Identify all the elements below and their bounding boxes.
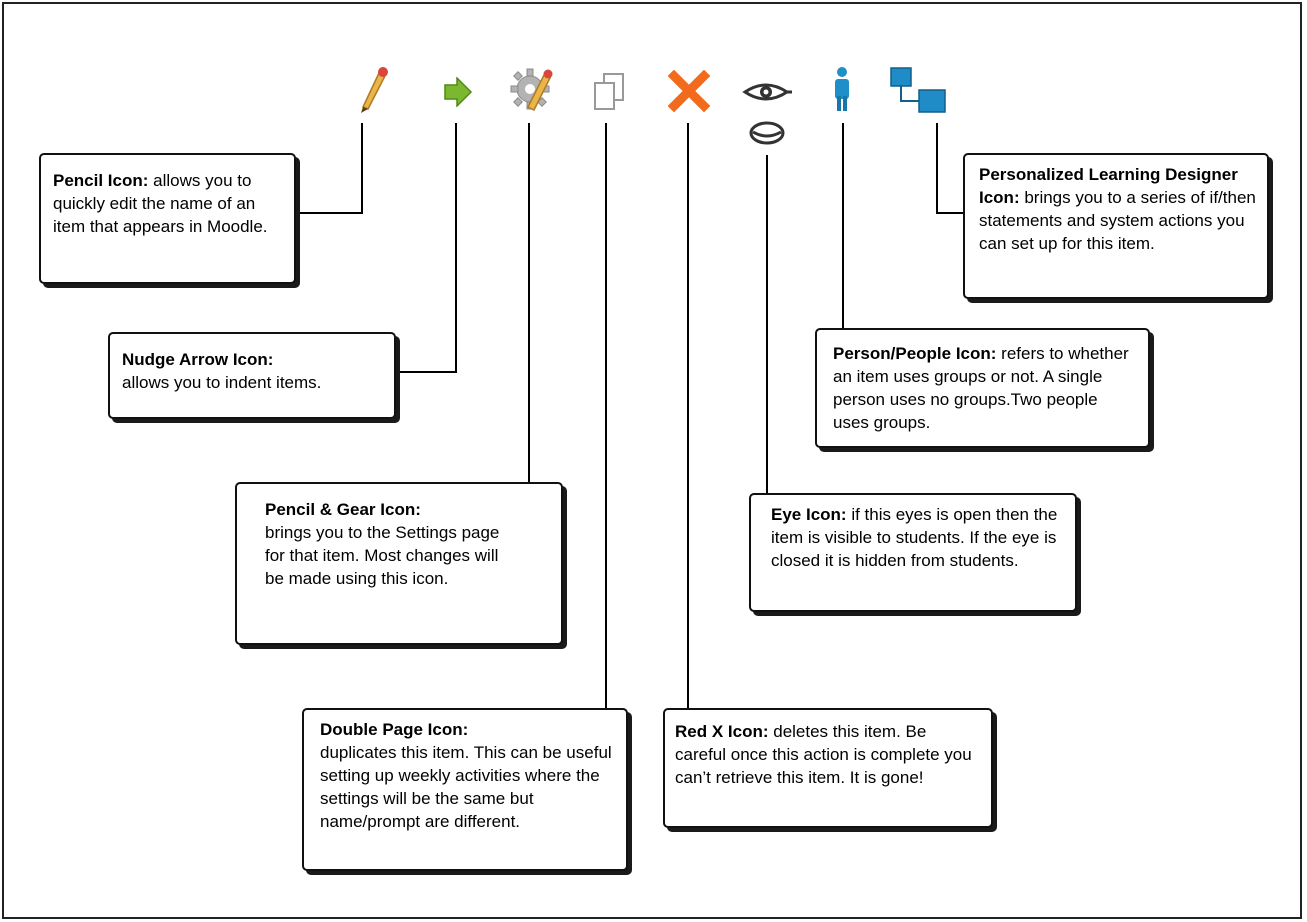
redx-box-text: deletes this item. Be careful once this … [675, 722, 972, 787]
pld-description-box: Personalized Learning Designer Icon: bri… [963, 153, 1269, 299]
person-icon [835, 67, 849, 111]
eye-closed-icon [749, 121, 785, 145]
eye-box-title: Eye Icon: [771, 505, 847, 524]
redx-box-title: Red X Icon: [675, 722, 769, 741]
double-page-icon [594, 73, 624, 110]
eye-open-icon [742, 83, 792, 101]
gear-box-title: Pencil & Gear Icon: [265, 500, 421, 519]
nudge-arrow-icon [444, 77, 473, 107]
red-x-icon [668, 70, 710, 112]
pencil-description-box: Pencil Icon: allows you to quickly edit … [39, 153, 296, 284]
pencil-box-text: allows you to quickly edit the name of a… [53, 171, 268, 236]
pencil-gear-icon [510, 68, 553, 112]
pld-box-title: Personalized Learning Designer Icon: [979, 165, 1238, 207]
double-page-description-box: Double Page Icon: duplicates this item. … [302, 708, 628, 871]
eye-box-text: if this eyes is open then the item is vi… [771, 505, 1058, 570]
nudge-box-title: Nudge Arrow Icon: [122, 350, 274, 369]
red-x-description-box: Red X Icon: deletes this item. Be carefu… [663, 708, 993, 828]
nudge-box-text: allows you to indent items. [122, 373, 322, 392]
eye-description-box: Eye Icon: if this eyes is open then the … [749, 493, 1077, 612]
person-description-box: Person/People Icon: refers to whether an… [815, 328, 1150, 448]
personalized-learning-designer-icon [890, 67, 946, 113]
person-box-text: refers to whether an item uses groups or… [833, 344, 1129, 432]
pencil-icon [361, 67, 388, 113]
double-box-title: Double Page Icon: [320, 720, 469, 739]
pencil-box-title: Pencil Icon: [53, 171, 149, 190]
gear-box-text: brings you to the Settings page for that… [265, 523, 500, 588]
double-box-text: duplicates this item. This can be useful… [320, 743, 612, 831]
person-box-title: Person/People Icon: [833, 344, 997, 363]
nudge-description-box: Nudge Arrow Icon: allows you to indent i… [108, 332, 396, 419]
pld-box-text: brings you to a series of if/then statem… [979, 188, 1256, 253]
gear-description-box: Pencil & Gear Icon: brings you to the Se… [235, 482, 563, 645]
